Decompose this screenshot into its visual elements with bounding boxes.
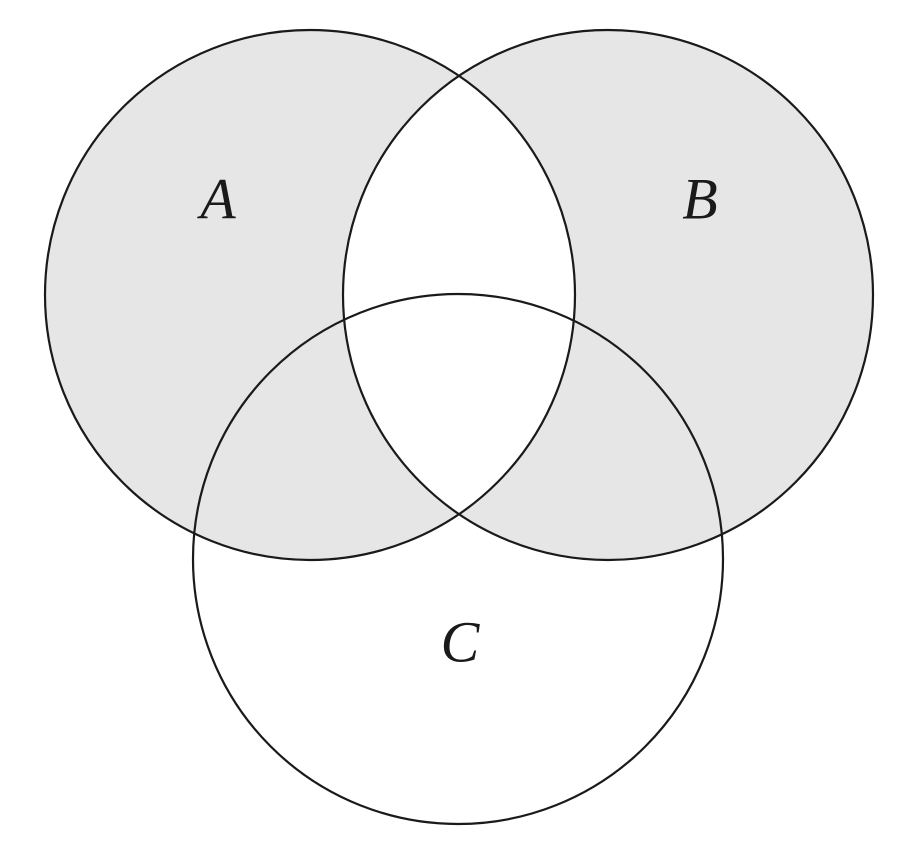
region-knockout-lens xyxy=(343,30,575,560)
set-label-a: A xyxy=(196,166,236,231)
region-fill-a-and-b xyxy=(343,30,575,560)
set-label-b: B xyxy=(682,166,717,231)
set-circle-a[interactable] xyxy=(43,28,577,562)
set-label-c: C xyxy=(441,609,481,674)
set-circle-b[interactable] xyxy=(341,28,875,562)
set-circle-c[interactable] xyxy=(191,292,725,826)
shaded-region-symmetric-difference-ab xyxy=(45,30,873,560)
